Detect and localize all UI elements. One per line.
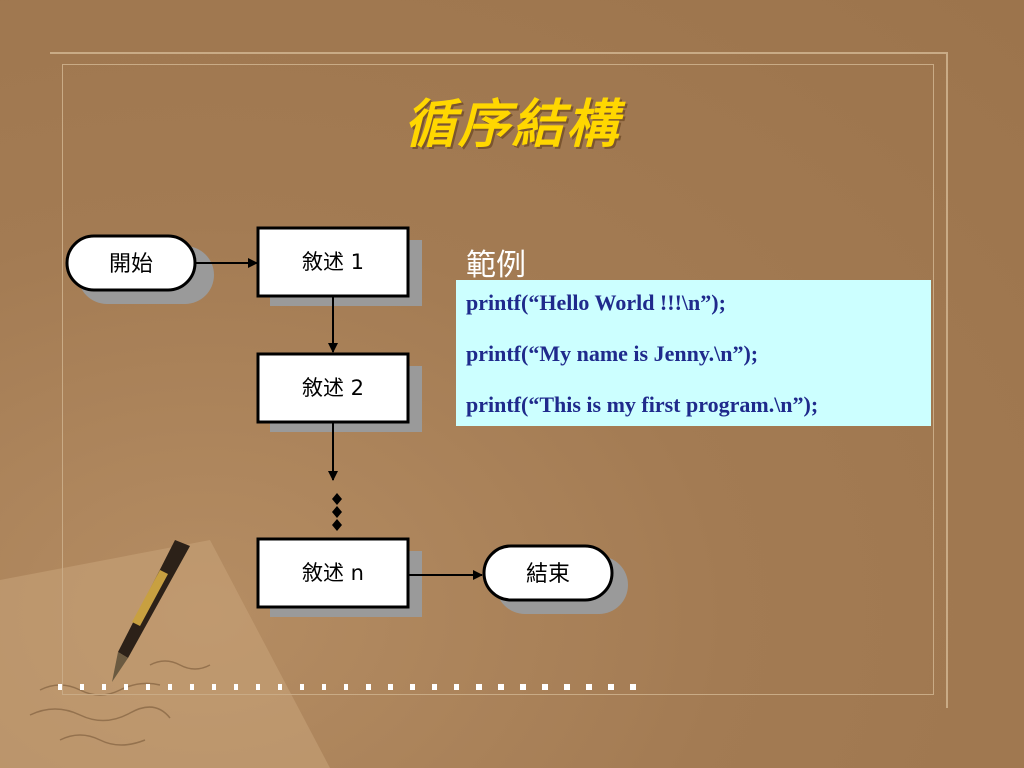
slide-title: 循序結構 xyxy=(403,94,620,155)
frame-right-line-outer xyxy=(946,52,948,708)
statement-2-box: 敘述 2 xyxy=(256,352,422,432)
statement-1-label: 敘述 1 xyxy=(302,250,364,274)
frame-top-line-inner xyxy=(62,64,934,65)
end-terminal: 結束 xyxy=(482,544,628,614)
dotted-divider xyxy=(0,684,660,690)
code-example-box: printf(“Hello World !!!\n”); printf(“My … xyxy=(456,280,931,426)
example-label: 範例 xyxy=(466,248,526,283)
ellipsis-dots xyxy=(332,493,342,531)
start-label: 開始 xyxy=(109,252,153,277)
frame-right-line xyxy=(933,64,934,694)
statement-n-box: 敘述 n xyxy=(256,537,422,617)
code-line-2: printf(“My name is Jenny.\n”); xyxy=(466,341,759,366)
frame-top-line xyxy=(50,52,946,54)
code-line-1: printf(“Hello World !!!\n”); xyxy=(466,290,726,315)
start-terminal: 開始 xyxy=(65,234,214,304)
statement-2-label: 敘述 2 xyxy=(302,376,364,400)
fountain-pen-icon xyxy=(112,540,190,682)
statement-1-box: 敘述 1 xyxy=(256,226,422,306)
end-label: 結束 xyxy=(526,562,570,587)
frame-left-line xyxy=(62,64,63,694)
pen-paper-decoration xyxy=(0,540,330,768)
statement-n-label: 敘述 n xyxy=(302,561,364,585)
frame-bottom-line xyxy=(62,694,934,695)
code-line-3: printf(“This is my first program.\n”); xyxy=(466,392,819,417)
